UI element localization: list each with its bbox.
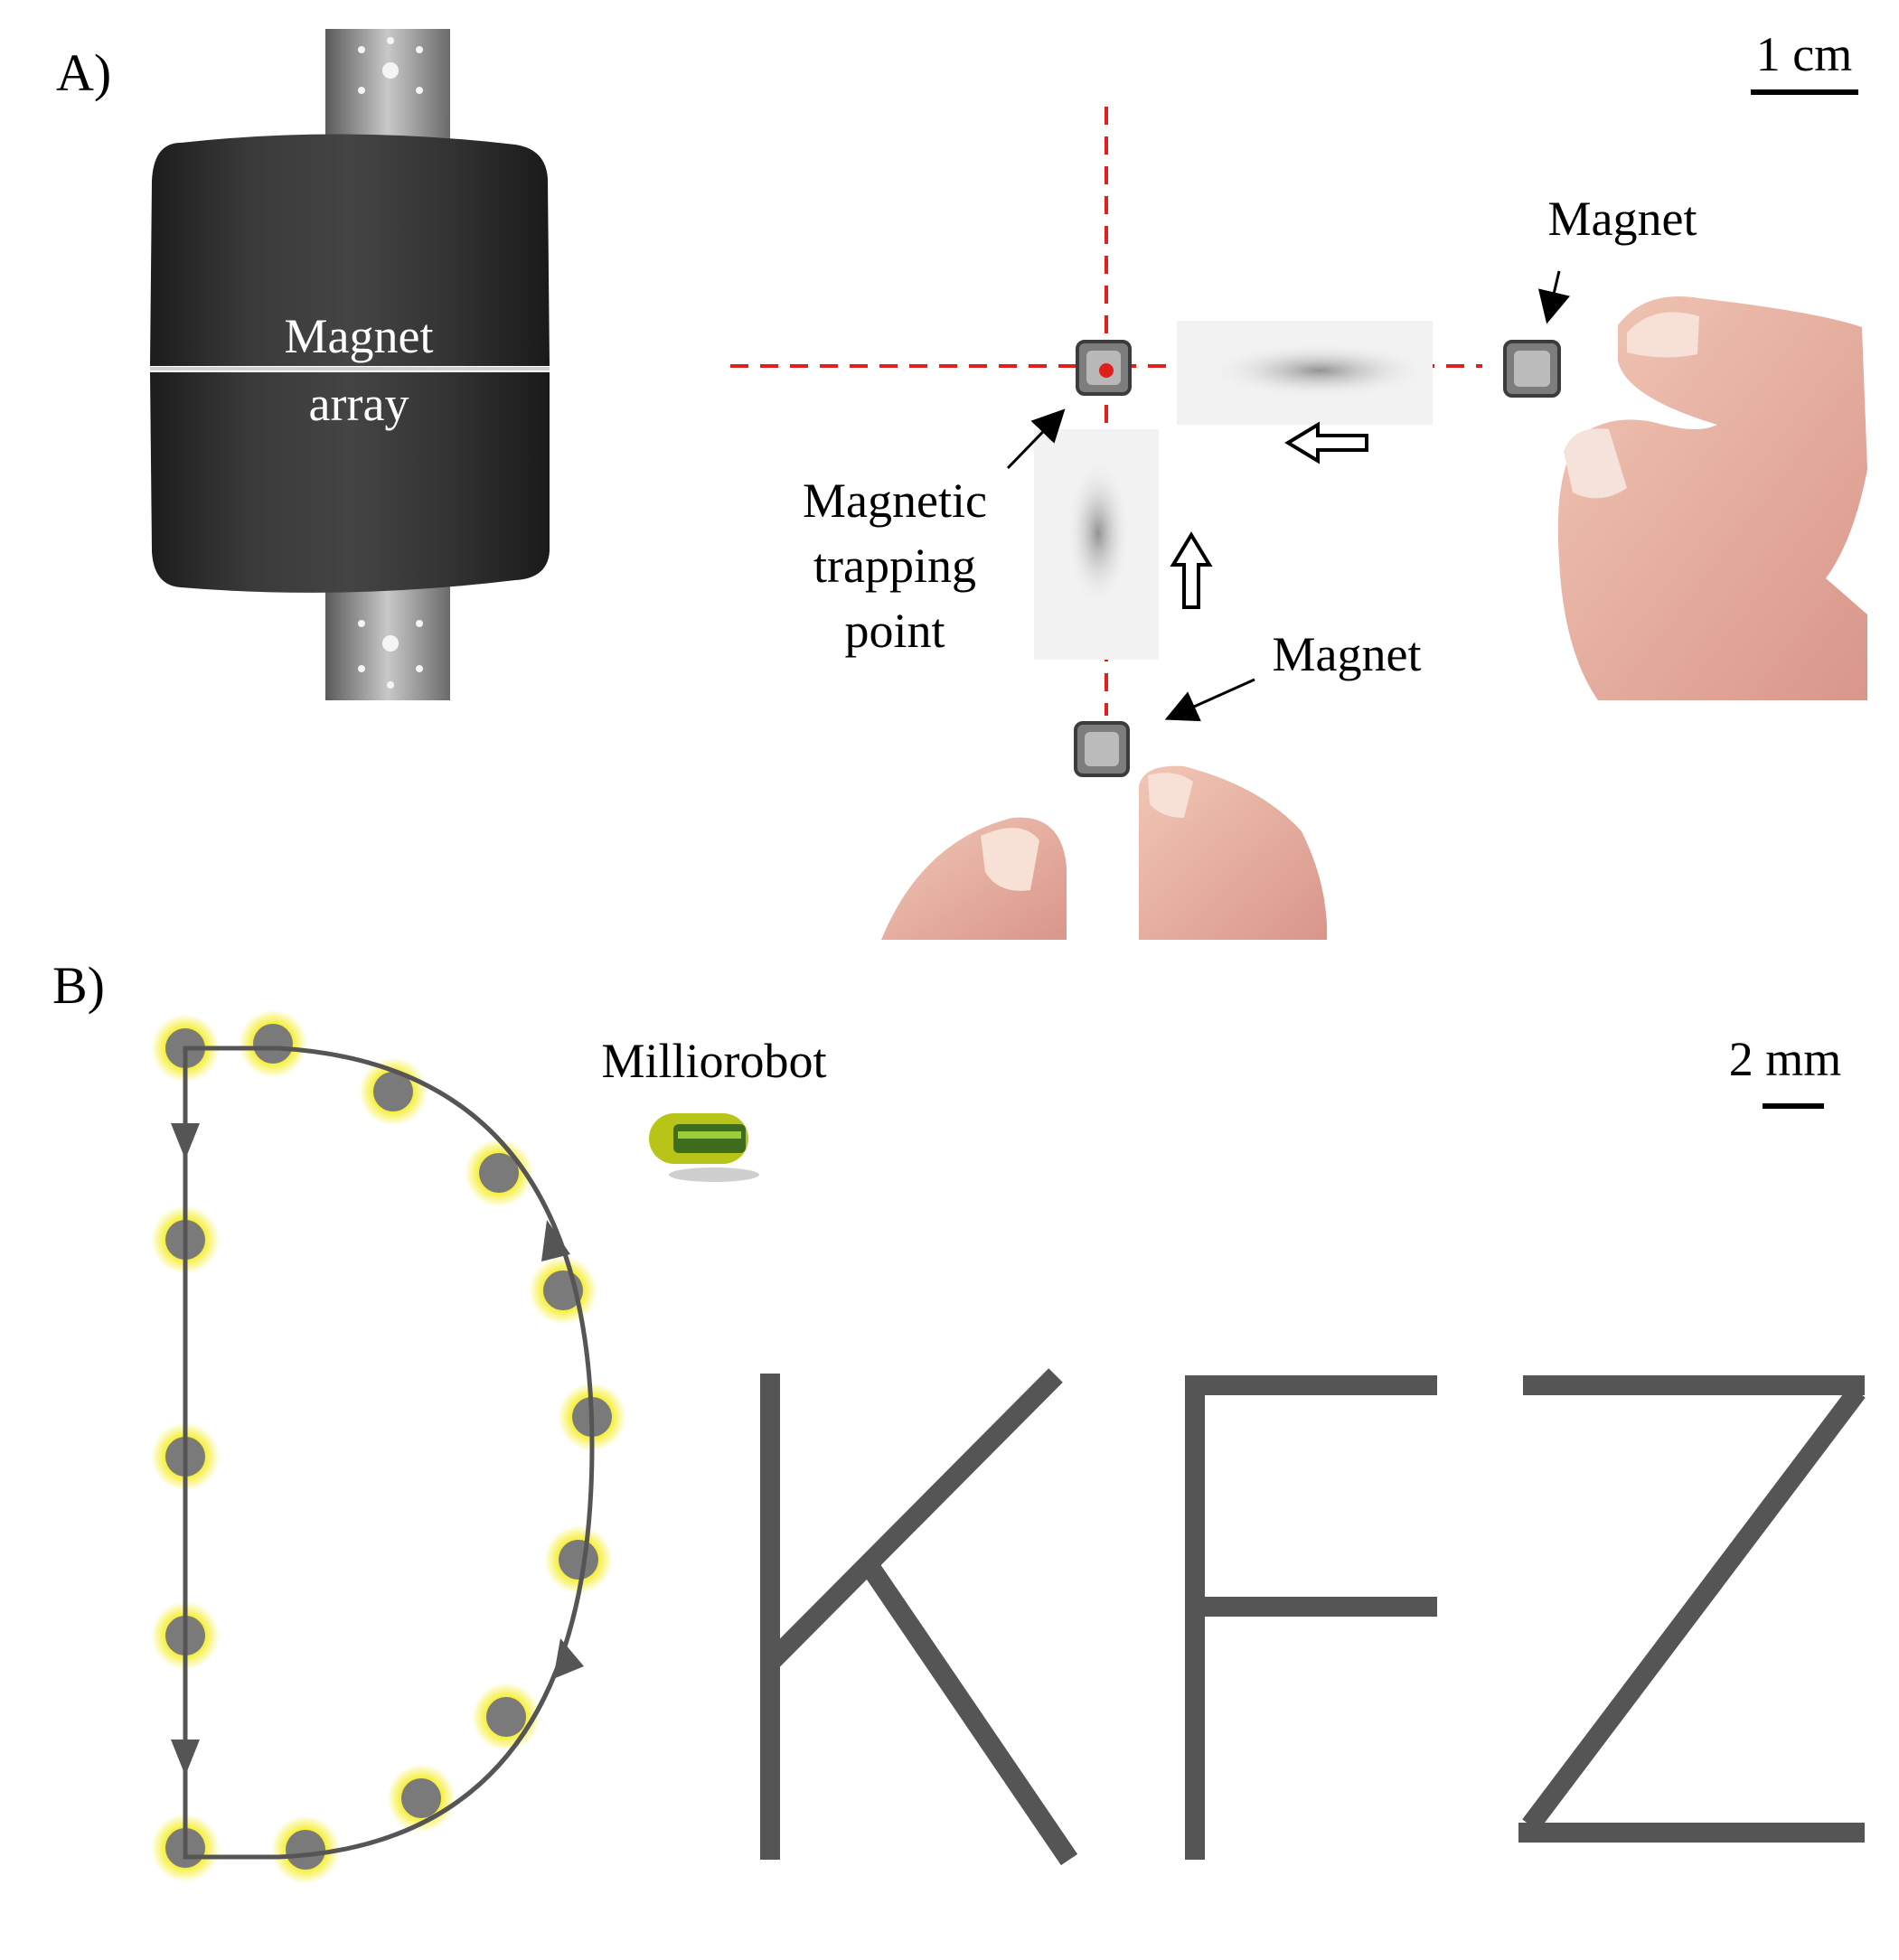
- scale-bar-2mm-label: 2 mm: [1729, 1032, 1842, 1086]
- motion-blur-vertical: [1034, 429, 1159, 660]
- d-trajectory: [151, 1009, 626, 1884]
- letter-z: [1518, 1375, 1866, 1843]
- arrow-up-outline-icon: [1170, 531, 1213, 609]
- letter-k: [760, 1368, 1078, 1866]
- path-direction-arrow-icon: [553, 1638, 584, 1679]
- magnet-block-lower: [150, 372, 550, 593]
- magnet-label-right: Magnet: [1548, 192, 1697, 246]
- magnet-right-pointer: [1537, 270, 1570, 324]
- milliorobot-capsule: [649, 1113, 759, 1182]
- magnet-array-label-line2: array: [309, 377, 409, 431]
- robot-position: [465, 1139, 533, 1207]
- milliorobot-label: Milliorobot: [601, 1034, 826, 1088]
- magnet-array-photo: Magnet array: [150, 29, 550, 700]
- arrow-left-outline-icon: [1284, 421, 1368, 464]
- hand-right: [1557, 296, 1867, 700]
- magnet-array-label-line1: Magnet: [285, 309, 434, 363]
- hand-bottom: [881, 765, 1328, 940]
- robot-position: [544, 1525, 613, 1594]
- trapping-point-dot: [1099, 363, 1114, 378]
- trapped-magnet-cube: [1076, 340, 1132, 396]
- panel-a-label: A): [56, 43, 111, 102]
- path-direction-arrow-icon: [171, 1740, 200, 1776]
- letter-f: [1185, 1375, 1437, 1860]
- robot-position: [529, 1256, 597, 1325]
- robot-position: [239, 1009, 307, 1078]
- panel-b-label: B): [52, 956, 105, 1015]
- trapping-point-pointer: [1006, 408, 1066, 470]
- trapping-point-label-line2: trapping: [813, 539, 976, 593]
- robot-positions: [151, 1009, 626, 1884]
- scale-bar-1cm-label: 1 cm: [1756, 27, 1852, 81]
- robot-position: [359, 1057, 428, 1126]
- d-path-line: [183, 1046, 595, 1860]
- magnet-cube-bottom: [1074, 721, 1130, 777]
- motion-blur-horizontal: [1177, 321, 1433, 425]
- magnet-bottom-pointer: [1164, 678, 1255, 722]
- path-direction-arrow-icon: [541, 1220, 570, 1261]
- trapping-point-label-line1: Magnetic: [803, 474, 987, 528]
- mounting-strip-top: [325, 29, 450, 146]
- robot-position: [271, 1815, 340, 1884]
- robot-position: [472, 1683, 541, 1751]
- magnet-block-upper: [150, 134, 550, 366]
- magnet-label-bottom: Magnet: [1273, 627, 1422, 681]
- path-direction-arrow-icon: [171, 1123, 200, 1159]
- trapping-point-label-line3: point: [844, 604, 945, 658]
- magnet-cube-right: [1503, 340, 1561, 398]
